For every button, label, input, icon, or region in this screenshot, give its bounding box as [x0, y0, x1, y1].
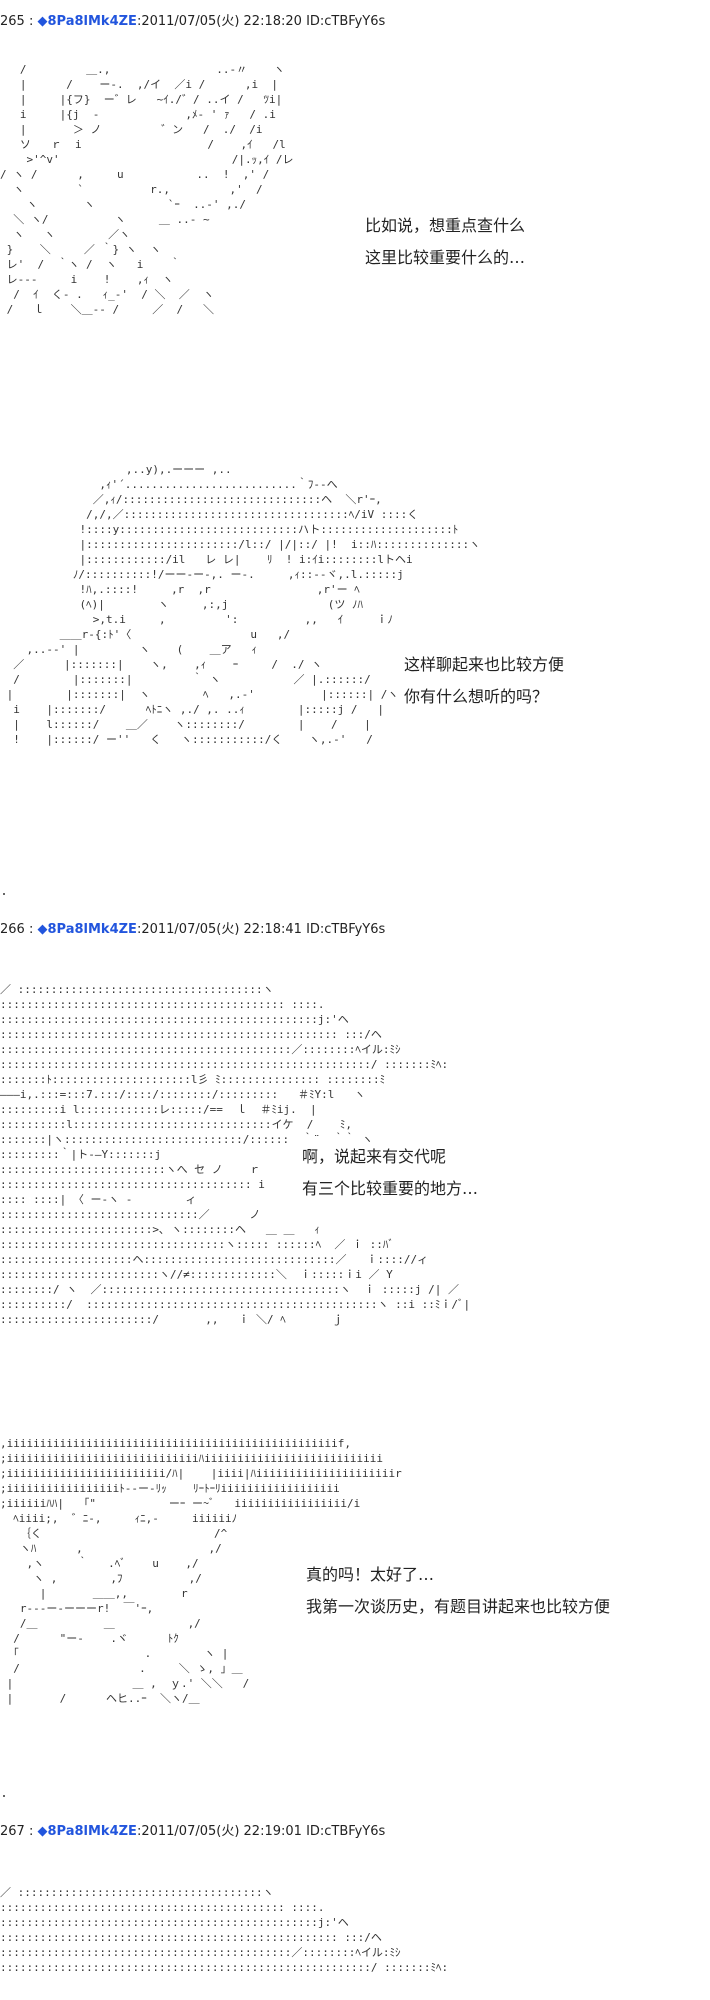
poster-name-link[interactable]: ◆8Pa8lMk4ZE	[37, 1824, 137, 1839]
post-header-267: 267 : ◆8Pa8lMk4ZE:2011/07/05(火) 22:19:01…	[0, 1820, 385, 1839]
dialogue-line: 你有什么想听的吗？	[404, 687, 549, 706]
dialogue-1: 比如说，想重点查什么 这里比较重要什么的…	[365, 210, 525, 274]
poster-id: ID:cTBFyY6s	[306, 922, 386, 937]
dialogue-4: 真的吗！太好了… 我第一次谈历史，有题目讲起来也比较方便	[306, 1559, 610, 1623]
name-colon: :	[136, 1824, 142, 1839]
name-colon: :	[136, 14, 142, 29]
dialogue-3: 啊，说起来有交代呢 有三个比较重要的地方…	[302, 1141, 478, 1205]
ascii-art-character-3: ／ :::::::::::::::::::::::::::::::::::::ヽ…	[0, 983, 471, 1326]
name-colon: :	[136, 922, 142, 937]
post-number: 265	[0, 14, 25, 29]
ascii-art-character-4: ,iiiiiiiiiiiiiiiiiiiiiiiiiiiiiiiiiiiiiii…	[0, 1437, 402, 1705]
ascii-art-character-1: / ＿., ..-〃 ヽ | / ー-. ,/イ ／i / ,i | | |{フ…	[0, 63, 294, 316]
poster-id: ID:cTBFyY6s	[306, 14, 386, 29]
ascii-art-character-2: ,..y),.ーーー ,.. ,ｨ'´.....................…	[6, 463, 481, 746]
dialogue-line: 真的吗！太好了…	[306, 1565, 435, 1584]
dialogue-line: 这样聊起来也比较方便	[404, 655, 565, 674]
poster-name-link[interactable]: ◆8Pa8lMk4ZE	[37, 14, 137, 29]
dialogue-line: 啊，说起来有交代呢	[302, 1147, 447, 1166]
post-number: 266	[0, 922, 25, 937]
ascii-art-character-5: ／ :::::::::::::::::::::::::::::::::::::ヽ…	[0, 1886, 449, 1974]
post-separator: :	[28, 14, 34, 29]
poster-id: ID:cTBFyY6s	[306, 1824, 386, 1839]
dialogue-line: 这里比较重要什么的…	[365, 248, 526, 267]
separator-dot	[3, 893, 5, 895]
separator-dot	[3, 1795, 5, 1797]
post-separator: :	[28, 922, 34, 937]
post-datetime: 2011/07/05(火) 22:18:41	[141, 922, 302, 937]
post-header-265: 265 : ◆8Pa8lMk4ZE:2011/07/05(火) 22:18:20…	[0, 10, 385, 29]
dialogue-2: 这样聊起来也比较方便 你有什么想听的吗？	[404, 649, 564, 713]
post-number: 267	[0, 1824, 25, 1839]
poster-name-link[interactable]: ◆8Pa8lMk4ZE	[37, 922, 137, 937]
post-separator: :	[28, 1824, 34, 1839]
dialogue-line: 有三个比较重要的地方…	[302, 1179, 479, 1198]
post-header-266: 266 : ◆8Pa8lMk4ZE:2011/07/05(火) 22:18:41…	[0, 918, 385, 937]
dialogue-line: 比如说，想重点查什么	[365, 216, 526, 235]
post-datetime: 2011/07/05(火) 22:18:20	[141, 14, 302, 29]
post-datetime: 2011/07/05(火) 22:19:01	[141, 1824, 302, 1839]
dialogue-line: 我第一次谈历史，有题目讲起来也比较方便	[306, 1597, 611, 1616]
